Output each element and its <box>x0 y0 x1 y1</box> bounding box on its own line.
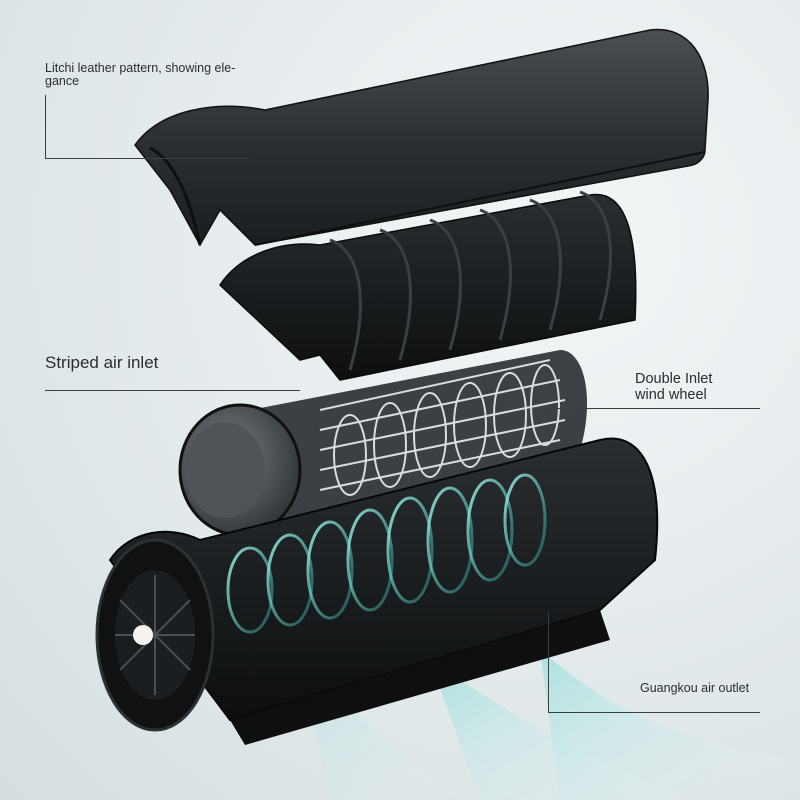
wheel-label-line1: Double Inlet <box>635 371 713 387</box>
outlet-callout-hline <box>548 712 760 713</box>
outlet-callout-vline <box>548 612 549 712</box>
leather-callout-vline <box>45 95 46 158</box>
inlet-callout-line <box>45 390 300 391</box>
leather-cover <box>134 28 709 247</box>
leather-label: Litchi leather pattern, showing ele- gan… <box>45 61 236 89</box>
leather-callout-hline <box>45 158 250 159</box>
base-body <box>95 437 659 745</box>
wind-wheel <box>178 350 588 537</box>
airflow-streaks <box>300 650 800 800</box>
wheel-label-line2: wind wheel <box>635 387 707 403</box>
inlet-label: Striped air inlet <box>45 353 159 372</box>
air-spiral <box>226 473 547 634</box>
outlet-label: Guangkou air outlet <box>640 681 750 695</box>
ribbed-shell <box>219 190 637 381</box>
wheel-callout-line <box>540 408 760 409</box>
